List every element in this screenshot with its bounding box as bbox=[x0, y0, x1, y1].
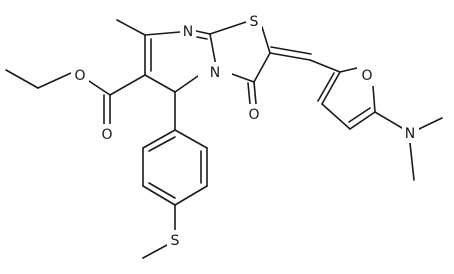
bond bbox=[374, 111, 403, 129]
atom-n-amine: N bbox=[402, 123, 419, 143]
bond bbox=[142, 244, 168, 259]
bond bbox=[309, 59, 341, 73]
bond bbox=[418, 117, 443, 130]
bonds bbox=[5, 19, 443, 259]
atom-labels: N S N O O O O N bbox=[71, 11, 419, 250]
bond bbox=[253, 52, 271, 83]
bond bbox=[142, 129, 176, 149]
bond bbox=[339, 67, 358, 73]
bond bbox=[261, 26, 271, 54]
atom-s-thioether-label: S bbox=[171, 233, 180, 249]
atom-s-ring-label: S bbox=[250, 14, 259, 30]
bond bbox=[142, 185, 176, 206]
bond bbox=[372, 85, 376, 113]
bond bbox=[148, 136, 176, 152]
bond bbox=[109, 74, 146, 96]
bond bbox=[253, 81, 257, 105]
atom-n-top-label: N bbox=[183, 24, 193, 40]
bond bbox=[317, 72, 335, 102]
bond bbox=[231, 73, 255, 83]
bond bbox=[321, 103, 351, 130]
atom-o-ester-single-label: O bbox=[74, 68, 85, 84]
atom-n-ring: N bbox=[198, 62, 232, 82]
atom-o-ester-double: O bbox=[99, 124, 115, 144]
bond bbox=[88, 80, 111, 96]
bond bbox=[144, 31, 181, 36]
atom-o-furan-label: O bbox=[361, 68, 372, 84]
bond bbox=[148, 182, 176, 199]
atom-o-ester-double-label: O bbox=[101, 127, 112, 143]
atom-s-ring: S bbox=[246, 11, 262, 31]
atom-o-furan: O bbox=[357, 66, 377, 86]
bond bbox=[269, 52, 311, 61]
bond bbox=[5, 69, 39, 89]
bond bbox=[174, 185, 208, 206]
bond bbox=[209, 21, 247, 35]
bond bbox=[37, 72, 72, 89]
atom-n-ring-label: N bbox=[210, 65, 220, 81]
atom-o-ester-single: O bbox=[71, 66, 89, 86]
bond bbox=[247, 82, 251, 105]
bond bbox=[144, 74, 176, 93]
atom-o-ketone: O bbox=[246, 104, 262, 124]
atom-n-top: N bbox=[180, 21, 196, 41]
bond bbox=[348, 107, 371, 123]
bond bbox=[196, 36, 208, 40]
atom-o-ketone-label: O bbox=[248, 107, 259, 123]
bond bbox=[116, 19, 146, 36]
bond bbox=[174, 129, 208, 149]
bond bbox=[349, 111, 376, 130]
bond bbox=[209, 33, 217, 67]
bond bbox=[321, 71, 341, 105]
bond bbox=[174, 75, 199, 93]
bond bbox=[270, 46, 312, 55]
atom-s-thioether: S bbox=[167, 230, 183, 250]
atom-n-amine-label: N bbox=[405, 126, 415, 142]
bond bbox=[195, 30, 211, 35]
bond bbox=[409, 142, 415, 181]
